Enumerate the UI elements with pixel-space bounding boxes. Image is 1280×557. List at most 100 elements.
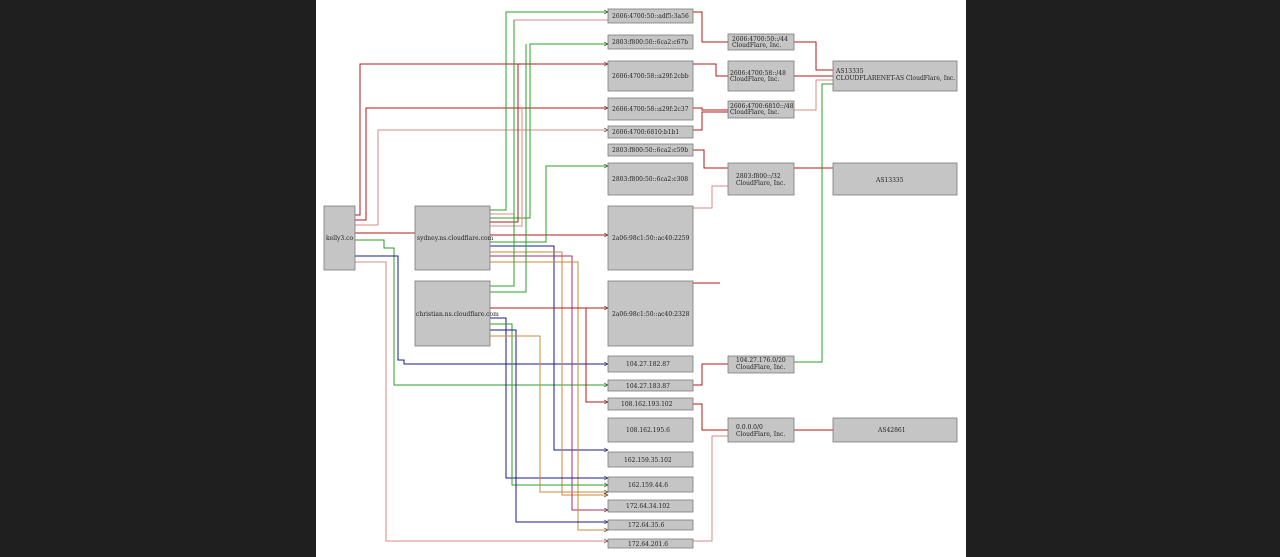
edge-line: [490, 307, 608, 403]
edge-line: [490, 44, 527, 293]
edge-line: [490, 165, 608, 243]
node-address-label: 2606:4700:6810:b1b1: [612, 129, 679, 136]
edge-line: [490, 261, 608, 531]
node-address-label: 172.64.34.102: [626, 503, 670, 510]
edge-arrowhead: [603, 447, 609, 453]
edge-line: [693, 149, 728, 169]
edge-line: [794, 79, 833, 111]
node-address[interactable]: 104.27.183.87: [607, 379, 694, 392]
node-server-label: christian.ns.cloudflare.com: [416, 311, 499, 318]
node-address-label: 108.162.193.102: [621, 401, 673, 408]
edge-line: [794, 83, 833, 363]
node-asn-line1: AS13335: [875, 177, 904, 184]
edge-line: [490, 323, 608, 486]
node-address[interactable]: 2606:4700:50::adf5:3a56: [607, 8, 694, 24]
node-server-christian[interactable]: christian.ns.cloudflare.com: [414, 280, 499, 347]
node-address[interactable]: 162.159.35.102: [607, 451, 694, 468]
node-address-label: 162.159.44.6: [628, 482, 668, 489]
node-prefix-line1: 0.0.0.0/0: [736, 424, 763, 431]
node-address-label: 172.64.201.6: [628, 541, 668, 548]
edge-line: [693, 11, 728, 43]
edge-line: [490, 317, 608, 479]
node-address-label: 108.162.195.6: [626, 427, 670, 434]
node-address-label: 2606:4700:50::adf5:3a56: [612, 13, 689, 20]
edge-line: [693, 63, 728, 77]
edge-line: [693, 403, 728, 431]
node-address-label: 2a06:98c1:50::ac40:2259: [612, 235, 690, 242]
node-address-label: 2606:4700:58::a29f:2c37: [612, 106, 689, 113]
node-address[interactable]: 2606:4700:58::a29f:2cbb: [607, 60, 694, 92]
node-server-sydney[interactable]: sydney.ns.cloudflare.com: [414, 205, 494, 271]
node-address-label: 104.27.182.87: [626, 361, 670, 368]
node-address[interactable]: 108.162.195.6: [607, 417, 694, 443]
node-asn-line1: AS13335: [835, 68, 864, 75]
edge-line: [355, 107, 608, 221]
edge-line: [355, 255, 608, 365]
node-address[interactable]: 2606:4700:6810:b1b1: [607, 125, 694, 139]
node-prefix-line1: 2803:f800::/32: [736, 173, 781, 180]
node-prefix-line1: 2606:4700:58::/48: [730, 70, 786, 77]
node-address[interactable]: 104.27.182.87: [607, 355, 694, 373]
node-source[interactable]: kelly3.co: [323, 205, 356, 271]
edge-line: [490, 255, 608, 511]
node-address[interactable]: 2606:4700:58::a29f:2c37: [607, 97, 694, 121]
node-address-label: 2a06:98c1:50::ac40:2328: [612, 311, 690, 318]
node-prefix-line1: 2606:4700:50::/44: [732, 36, 788, 43]
diagram-canvas: kelly3.co sydney.ns.cloudflare.com chris…: [316, 0, 966, 557]
edge-line: [693, 107, 728, 111]
node-prefix-line1: 2606:4700:6810::/48: [730, 103, 794, 110]
edge-line: [490, 335, 608, 493]
edge-line: [490, 11, 608, 211]
edge-line: [693, 435, 728, 542]
node-address[interactable]: 2a06:98c1:50::ac40:2328: [607, 280, 694, 347]
node-prefix-line2: CloudFlare, Inc.: [736, 431, 785, 438]
edge-line: [355, 129, 608, 226]
node-prefix-line2: CloudFlare, Inc.: [730, 109, 779, 116]
node-address[interactable]: 162.159.44.6: [607, 476, 694, 493]
node-address[interactable]: 2803:f800:50::6ca2:c308: [607, 162, 694, 196]
node-address-label: 162.159.35.102: [624, 457, 672, 464]
node-address[interactable]: 2803:f800:50::6ca2:c67b: [607, 34, 694, 50]
node-prefix-line2: CloudFlare, Inc.: [732, 42, 781, 49]
edge-line: [490, 64, 519, 223]
edge-line: [490, 329, 608, 523]
node-asn[interactable]: AS13335: [832, 162, 958, 196]
node-address-label: 2803:f800:50::6ca2:c59b: [612, 147, 688, 154]
node-asn-line1: AS42861: [877, 427, 906, 434]
node-address-label: 2803:f800:50::6ca2:c67b: [612, 39, 688, 46]
node-address-label: 2803:f800:50::6ca2:c308: [612, 176, 688, 183]
edge-line: [693, 185, 728, 209]
node-asn-line2: CLOUDFLARENET-AS CloudFlare, Inc.: [836, 75, 955, 82]
node-source-label: kelly3.co: [326, 235, 353, 242]
edge-arrowhead: [603, 492, 609, 498]
node-address[interactable]: 172.64.35.6: [607, 519, 694, 531]
node-prefix-line2: CloudFlare, Inc.: [736, 364, 785, 371]
edge-line: [490, 245, 608, 451]
node-prefix-line2: CloudFlare, Inc.: [730, 76, 779, 83]
edges-layer: [355, 9, 833, 544]
edge-line: [490, 108, 523, 227]
node-address[interactable]: 108.162.193.102: [607, 397, 694, 411]
node-address[interactable]: 172.64.201.6: [607, 538, 694, 549]
node-asn[interactable]: AS42861: [832, 417, 958, 443]
node-address[interactable]: 2a06:98c1:50::ac40:2259: [607, 205, 694, 271]
node-address-label: 104.27.183.87: [626, 383, 670, 390]
edge-line: [355, 239, 608, 386]
node-server-label: sydney.ns.cloudflare.com: [417, 235, 494, 242]
edge-line: [490, 43, 608, 219]
edge-line: [490, 251, 608, 496]
edge-line: [355, 63, 608, 216]
node-address[interactable]: 172.64.34.102: [607, 499, 694, 513]
node-address[interactable]: 2803:f800:50::6ca2:c59b: [607, 143, 694, 157]
edge-line: [490, 19, 608, 215]
edge-line: [693, 111, 728, 131]
edge-line: [355, 261, 608, 542]
edge-line: [490, 20, 515, 287]
